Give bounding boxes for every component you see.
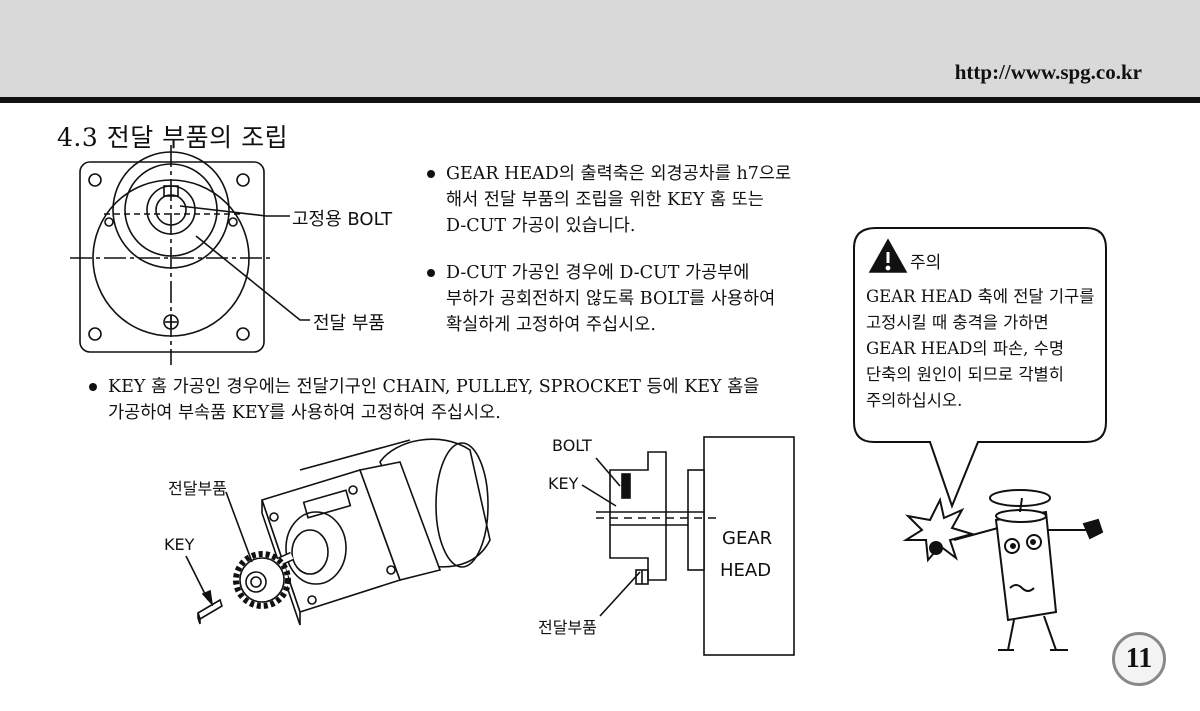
section-title: 4.3 전달 부품의 조립 [57,123,289,152]
bullet-dot [89,383,97,391]
caution-text: GEAR HEAD 축에 전달 기구를 고정시킬 때 충격을 가하면 GEAR … [866,287,1095,410]
label-gear-head-line2: HEAD [720,560,772,581]
page-number: 11 [1112,632,1166,686]
cartoon-character [902,489,1104,651]
website-url: http://www.spg.co.kr [954,60,1142,84]
bullet-dot [427,170,435,178]
motor-isometric-view [185,438,491,626]
page-header-band [0,0,1200,97]
caution-title: 주의 [910,253,942,273]
label-iso-transmission-part: 전달부품 [168,479,227,498]
flange-front-view [70,145,310,365]
cross-section-view [581,436,795,656]
label-section-bolt: BOLT [552,436,592,455]
speech-bubble [853,227,1107,509]
label-iso-key: KEY [164,535,195,554]
bullet-paragraph-1: GEAR HEAD의 출력축은 외경공차를 h7으로 해서 전달 부품의 조립을… [446,164,792,236]
label-section-key: KEY [548,474,579,493]
bullet-paragraph-2: D-CUT 가공인 경우에 D-CUT 가공부에 부하가 공회전하지 않도록 B… [446,263,776,335]
bullet-dot [427,269,435,277]
header-rule [0,97,1200,103]
label-gear-head-line1: GEAR [722,528,773,549]
label-transmission-part: 전달 부품 [313,313,385,334]
bullet-paragraph-3: KEY 홈 가공인 경우에는 전달기구인 CHAIN, PULLEY, SPRO… [108,377,760,423]
label-fixing-bolt: 고정용 BOLT [292,209,393,230]
label-section-transmission-part: 전달부품 [538,618,597,637]
